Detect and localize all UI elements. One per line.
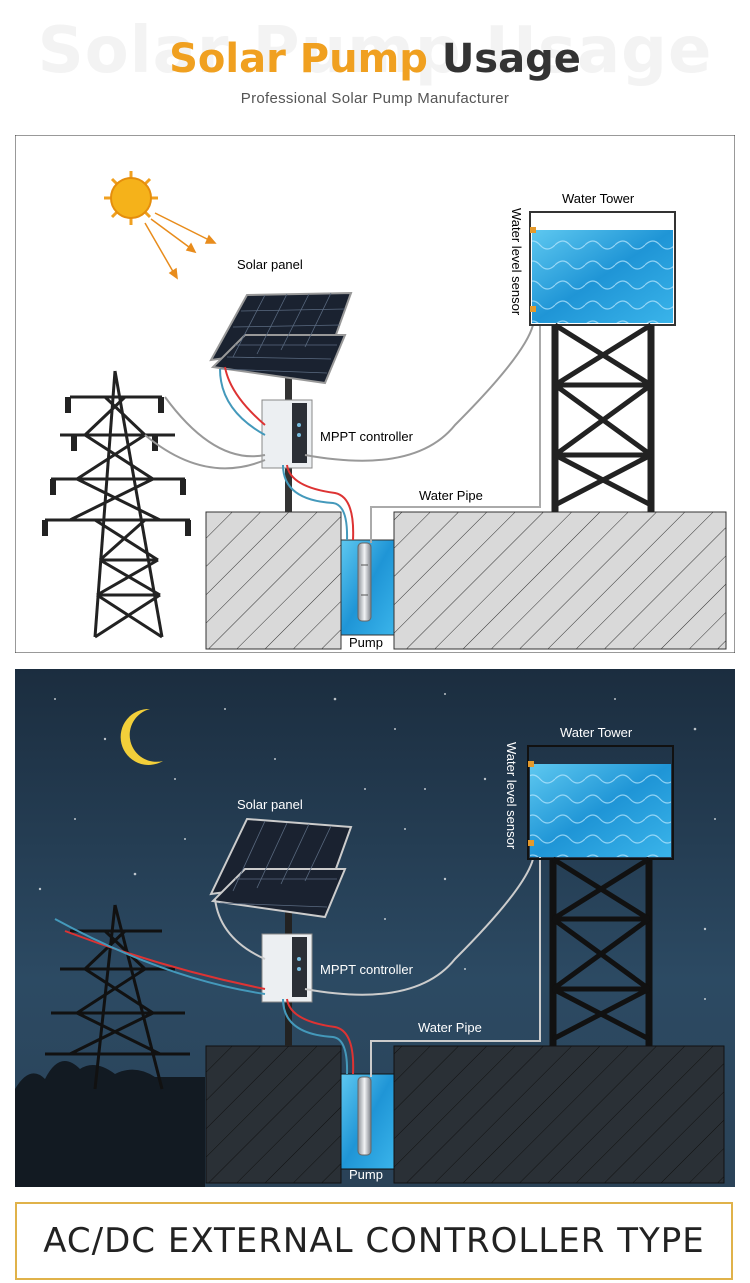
mppt-controller-icon [261, 933, 313, 1003]
sun-icon [104, 171, 217, 280]
label-sensor: Water level sensor [504, 742, 519, 850]
ground [205, 1045, 725, 1184]
pump-icon [357, 542, 372, 622]
title-part-dark: Usage [441, 36, 581, 82]
page-title: Solar Pump Usage [0, 36, 750, 82]
label-solar-panel: Solar panel [237, 797, 303, 812]
page-header: Solar Pump Usage Solar Pump Usage Profes… [0, 0, 750, 130]
tree-silhouette [15, 1061, 205, 1187]
mppt-controller-icon [261, 399, 313, 469]
wires [144, 310, 541, 543]
label-water-pipe: Water Pipe [419, 488, 483, 503]
label-water-tower: Water Tower [562, 191, 635, 206]
day-diagram: Solar panel MPPT controller Water Tower … [15, 135, 735, 653]
solar-panel-icon [209, 817, 353, 1046]
label-water-tower: Water Tower [560, 725, 633, 740]
pump-icon [357, 1076, 372, 1156]
night-diagram-svg: Solar panel MPPT controller Water Tower … [15, 669, 735, 1187]
label-pump: Pump [349, 1167, 383, 1182]
label-solar-panel: Solar panel [237, 257, 303, 272]
day-diagram-svg: Solar panel MPPT controller Water Tower … [15, 135, 735, 653]
night-diagram: Solar panel MPPT controller Water Tower … [15, 669, 735, 1187]
ground [205, 511, 727, 650]
label-water-pipe: Water Pipe [418, 1020, 482, 1035]
water-tower-icon [527, 745, 674, 1046]
stars [38, 693, 716, 1000]
title-part-accent: Solar Pump [169, 36, 428, 82]
power-tower-icon [45, 904, 190, 1090]
moon-icon [120, 708, 163, 765]
page-subtitle: Professional Solar Pump Manufacturer [240, 90, 510, 107]
footer-label: AC/DC EXTERNAL CONTROLLER TYPE [43, 1221, 705, 1261]
header-ghost-text: Solar Pump Usage [37, 14, 713, 88]
label-controller: MPPT controller [320, 429, 414, 444]
water-tower-icon [529, 211, 676, 512]
wires [54, 844, 541, 1077]
power-tower-icon [45, 370, 190, 639]
label-pump: Pump [349, 635, 383, 650]
label-sensor: Water level sensor [509, 208, 524, 316]
label-controller: MPPT controller [320, 962, 414, 977]
footer-banner: AC/DC EXTERNAL CONTROLLER TYPE [15, 1202, 733, 1280]
